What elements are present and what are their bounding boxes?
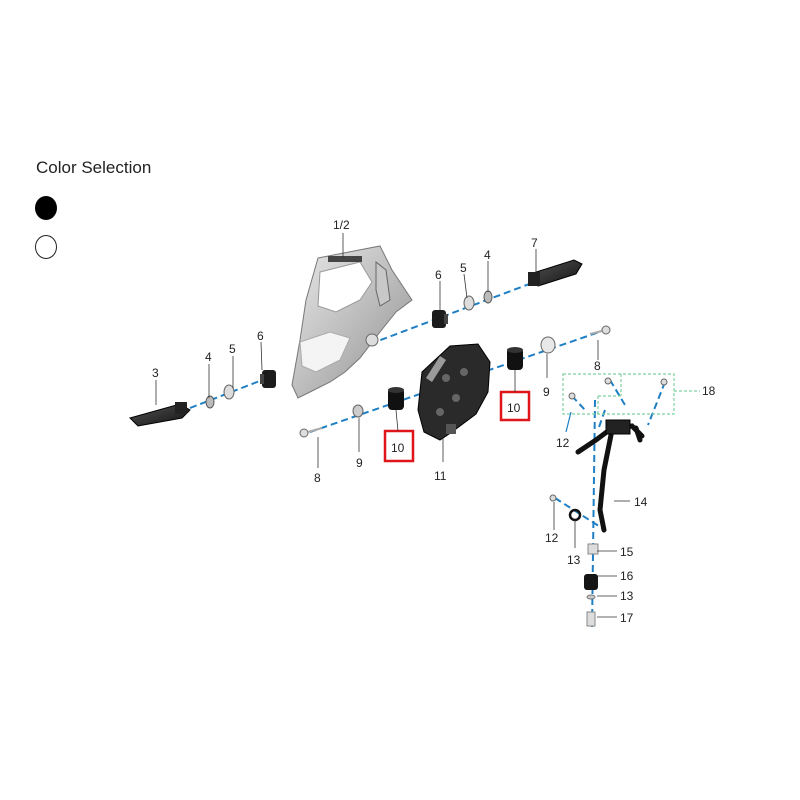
label-3: 3 — [152, 366, 159, 380]
label-12-top: 12 — [556, 436, 570, 450]
label-8-right: 8 — [594, 359, 601, 373]
label-8-left: 8 — [314, 471, 321, 485]
color-selection-title: Color Selection — [36, 158, 152, 177]
grommet-6-left — [260, 370, 276, 388]
pedal-14 — [575, 419, 645, 533]
label-4-right: 4 — [484, 248, 491, 262]
screw-12-bottom — [549, 494, 557, 502]
label-4-left: 4 — [205, 350, 212, 364]
grommet-6-right — [432, 310, 448, 328]
label-5-right: 5 — [460, 261, 467, 275]
damper-10-left — [388, 387, 404, 410]
bolt-8-right — [589, 325, 611, 335]
kit-18-box — [562, 373, 700, 415]
label-6-left: 6 — [257, 329, 264, 343]
label-9-right: 9 — [543, 385, 550, 399]
color-swatch-white[interactable] — [35, 235, 57, 259]
washer-4-left — [205, 395, 215, 409]
bush-16 — [584, 574, 598, 590]
label-14: 14 — [634, 495, 648, 509]
screw-12-top-c — [660, 378, 668, 386]
bolt-15 — [587, 543, 599, 555]
screw-12-top-b — [604, 377, 612, 385]
heel-plate-11 — [417, 343, 491, 441]
callout-leaders — [155, 233, 630, 618]
label-13-right: 13 — [620, 589, 634, 603]
label-7: 7 — [531, 236, 538, 250]
label-9-left: 9 — [356, 456, 363, 470]
label-13-left: 13 — [567, 553, 581, 567]
label-17: 17 — [620, 611, 634, 625]
label-10-left: 10 — [391, 441, 405, 455]
label-18: 18 — [702, 384, 716, 398]
bolt-8-left — [299, 427, 323, 438]
washer-5-right — [463, 295, 475, 311]
ring-13-right — [586, 594, 596, 600]
footpeg-left — [129, 402, 191, 427]
bracket-part — [291, 245, 413, 399]
label-16: 16 — [620, 569, 634, 583]
screw-12-top-a — [568, 392, 576, 400]
screw-12-leader — [565, 411, 572, 433]
washer-9-left — [352, 404, 364, 418]
callout-labels: 1/2 3 4 5 6 6 5 4 7 8 9 10 10 9 11 8 18 … — [152, 218, 716, 625]
label-11: 11 — [434, 469, 447, 483]
footpeg-right — [528, 259, 583, 287]
label-1-2: 1/2 — [333, 218, 350, 232]
highlight-10-left — [383, 429, 415, 463]
label-12-bottom: 12 — [545, 531, 559, 545]
washer-4-right — [483, 290, 493, 304]
washer-9-right — [540, 336, 556, 354]
label-6-right: 6 — [435, 268, 442, 282]
damper-10-right — [507, 347, 523, 370]
color-swatch-black[interactable] — [35, 196, 57, 220]
label-10-right: 10 — [507, 401, 521, 415]
washer-5-left — [223, 384, 235, 400]
bolt-17 — [586, 611, 596, 627]
label-5-left: 5 — [229, 342, 236, 356]
label-15: 15 — [620, 545, 634, 559]
